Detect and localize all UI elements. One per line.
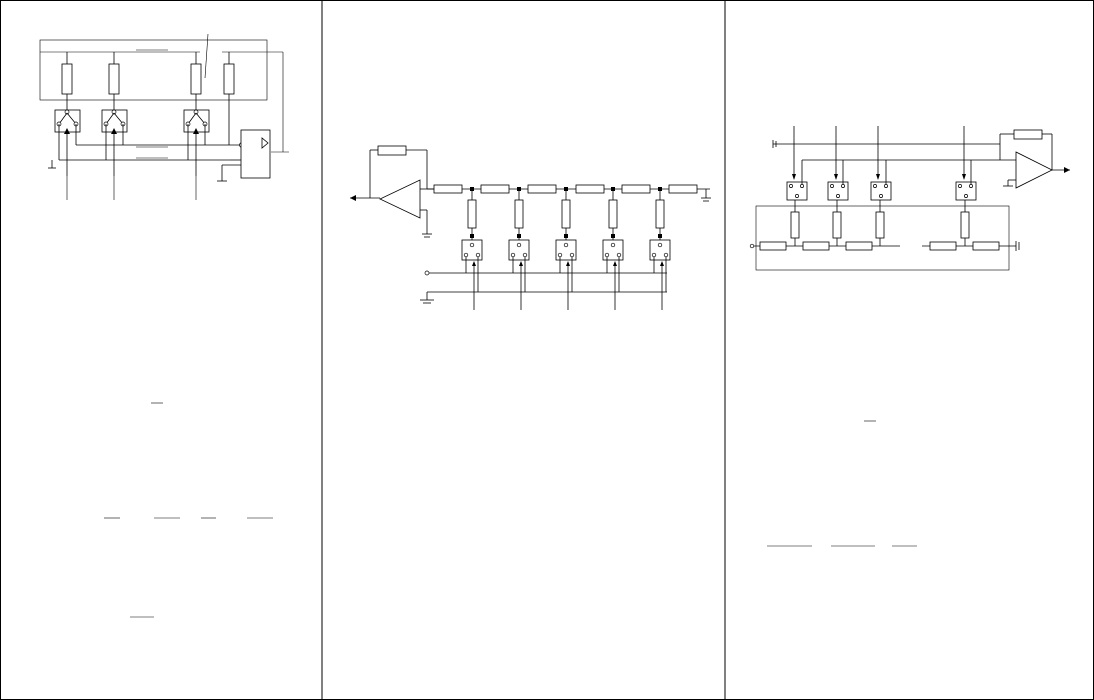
right-circuit-diagram [749, 126, 1070, 271]
left-switch-3 [183, 109, 210, 176]
middle-branch-4 [602, 189, 624, 310]
right-switch-3 [870, 126, 892, 201]
middle-branch-2 [508, 189, 530, 310]
right-switch-1 [786, 126, 808, 201]
middle-branch-5 [649, 189, 671, 310]
left-resistor-1 [61, 52, 73, 110]
left-resistor-4 [223, 52, 235, 145]
middle-circuit-diagram [350, 145, 711, 310]
middle-branch-3 [555, 189, 577, 310]
left-resistor-2 [108, 52, 120, 110]
right-switch-2 [827, 126, 849, 201]
left-formula-lines [104, 402, 273, 618]
left-circuit-diagram [39, 33, 289, 200]
right-op-amp [802, 151, 1070, 189]
right-switch-4 [955, 126, 977, 201]
middle-branch-1 [461, 189, 483, 310]
middle-op-amp [350, 179, 434, 238]
right-formula-lines [767, 420, 917, 547]
left-switch-2 [101, 109, 128, 176]
left-resistor-3 [190, 52, 202, 110]
